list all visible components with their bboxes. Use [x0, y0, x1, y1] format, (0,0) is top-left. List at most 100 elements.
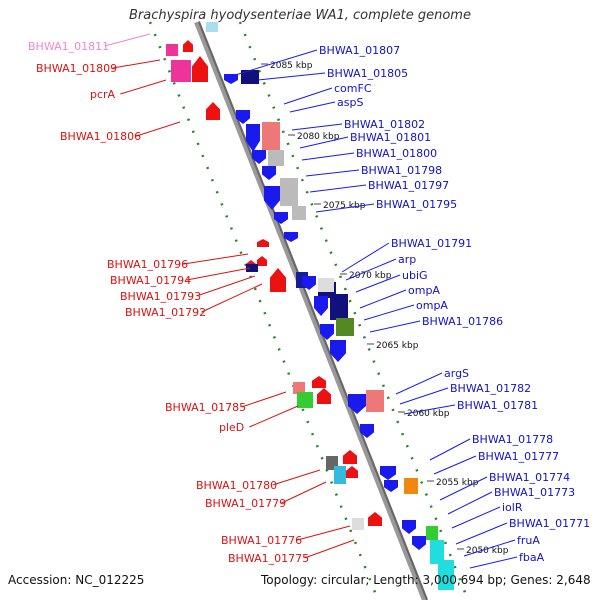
right-leader-line — [345, 258, 397, 281]
right-leader-line — [291, 123, 343, 131]
right-gene-label: arp — [398, 253, 416, 266]
reverse-gene-glyph — [320, 324, 334, 340]
left-leader-line — [120, 79, 167, 95]
reverse-gene-glyph — [404, 478, 418, 494]
reverse-gene-glyph — [268, 150, 284, 166]
right-gene-label: BHWA1_01802 — [344, 118, 425, 131]
gene-block-cyan — [334, 466, 346, 484]
right-gene-label: BHWA1_01797 — [368, 179, 449, 192]
forward-gene-glyph — [293, 382, 305, 394]
gene-block-navy — [246, 264, 258, 272]
reverse-gene-glyph — [252, 150, 266, 164]
kbp-label: 2060 kbp — [407, 409, 450, 419]
reverse-gene-glyph — [366, 390, 384, 412]
left-leader-line — [241, 391, 287, 408]
forward-gene-glyph — [183, 40, 193, 52]
reverse-gene-glyph — [224, 74, 238, 84]
right-gene-label: BHWA1_01795 — [376, 198, 457, 211]
right-gene-label: BHWA1_01800 — [356, 147, 437, 160]
right-leader-line — [301, 152, 355, 161]
left-gene-label: BHWA1_01785 — [165, 401, 246, 414]
left-leader-line — [272, 469, 321, 486]
right-gene-label: BHWA1_01798 — [361, 164, 442, 177]
forward-gene-glyph — [317, 388, 331, 404]
kbp-label: 2070 kbp — [349, 271, 392, 281]
right-leader-line — [395, 372, 443, 395]
left-leader-line — [183, 253, 249, 265]
right-leader-line — [463, 539, 516, 557]
left-gene-label: BHWA1_01792 — [125, 306, 206, 319]
left-label-group: BHWA1_01811BHWA1_01809pcrABHWA1_01806BHW… — [28, 33, 355, 565]
right-gene-label: fruA — [517, 534, 540, 547]
right-gene-label: BHWA1_01805 — [327, 67, 408, 80]
reverse-gene-glyph — [330, 294, 348, 320]
right-gene-label: BHWA1_01807 — [319, 44, 400, 57]
kbp-label: 2075 kbp — [323, 201, 366, 211]
left-gene-label: BHWA1_01796 — [107, 258, 188, 271]
left-gene-label: pleD — [219, 421, 244, 434]
genome-title: Brachyspira hyodysenteriae WA1, complete… — [129, 8, 471, 23]
right-gene-label: iolR — [502, 501, 523, 514]
right-leader-line — [469, 556, 518, 569]
right-leader-line — [231, 49, 318, 77]
kbp-label: 2080 kbp — [297, 132, 340, 142]
reverse-gene-glyph — [348, 394, 366, 414]
right-leader-line — [289, 101, 336, 113]
reverse-gene-glyph — [274, 212, 288, 224]
gene-block-lightblue — [206, 22, 218, 32]
reverse-gene-glyph — [262, 166, 276, 180]
left-leader-line — [104, 33, 151, 47]
reverse-gene-glyph — [426, 526, 438, 540]
forward-gene-glyph — [206, 102, 220, 120]
reverse-gene-glyph — [380, 466, 396, 480]
forward-gene-glyph — [312, 376, 326, 388]
reverse-gene-glyph — [412, 536, 426, 550]
left-leader-line — [249, 405, 299, 428]
left-gene-label: BHWA1_01811 — [28, 40, 109, 53]
right-leader-line — [451, 506, 501, 529]
reverse-gene-glyph — [284, 232, 298, 242]
reverse-gene-glyph — [438, 560, 454, 590]
reverse-gene-glyph — [314, 296, 328, 316]
right-leader-line — [359, 289, 407, 309]
left-leader-line — [281, 481, 327, 504]
right-gene-label: BHWA1_01773 — [494, 486, 575, 499]
kbp-label: 2050 kbp — [466, 546, 509, 556]
reverse-gene-glyph — [384, 480, 398, 492]
right-gene-label: ompA — [416, 299, 448, 312]
left-gene-label: BHWA1_01806 — [60, 130, 141, 143]
reverse-gene-glyph — [336, 318, 354, 336]
right-leader-line — [403, 404, 456, 415]
forward-gene-glyph — [343, 450, 357, 464]
left-leader-line — [186, 267, 251, 281]
right-leader-line — [257, 72, 326, 81]
right-gene-label: BHWA1_01778 — [472, 433, 553, 446]
forward-gene-glyph — [192, 56, 208, 82]
right-gene-label: comFC — [334, 82, 372, 95]
right-leader-line — [309, 184, 367, 193]
left-gene-label: BHWA1_01793 — [120, 290, 201, 303]
accession-label: Accession: NC_012225 — [8, 573, 145, 587]
reverse-gene-glyph — [262, 122, 280, 150]
forward-gene-glyph — [257, 256, 267, 266]
left-gene-label: BHWA1_01794 — [110, 274, 191, 287]
reverse-gene-glyph — [330, 340, 346, 362]
left-gene-label: BHWA1_01809 — [36, 62, 117, 75]
left-gene-label: BHWA1_01775 — [228, 552, 309, 565]
forward-gene-glyph — [346, 466, 358, 478]
right-gene-label: argS — [444, 367, 469, 380]
left-gene-label: BHWA1_01779 — [205, 497, 286, 510]
right-gene-label: BHWA1_01782 — [450, 382, 531, 395]
reverse-gene-glyph — [236, 110, 250, 124]
right-leader-line — [315, 203, 375, 213]
right-gene-label: ubiG — [402, 269, 428, 282]
right-leader-line — [455, 522, 508, 545]
left-leader-line — [201, 283, 263, 313]
reverse-gene-glyph — [302, 276, 316, 290]
topology-label: Topology: circular; Length: 3,000,694 bp… — [261, 573, 591, 587]
reverse-gene-glyph — [402, 520, 416, 534]
reverse-gene-glyph — [246, 124, 260, 152]
forward-gene-glyph — [270, 268, 286, 292]
right-leader-line — [399, 387, 449, 405]
right-gene-label: ompA — [408, 284, 440, 297]
